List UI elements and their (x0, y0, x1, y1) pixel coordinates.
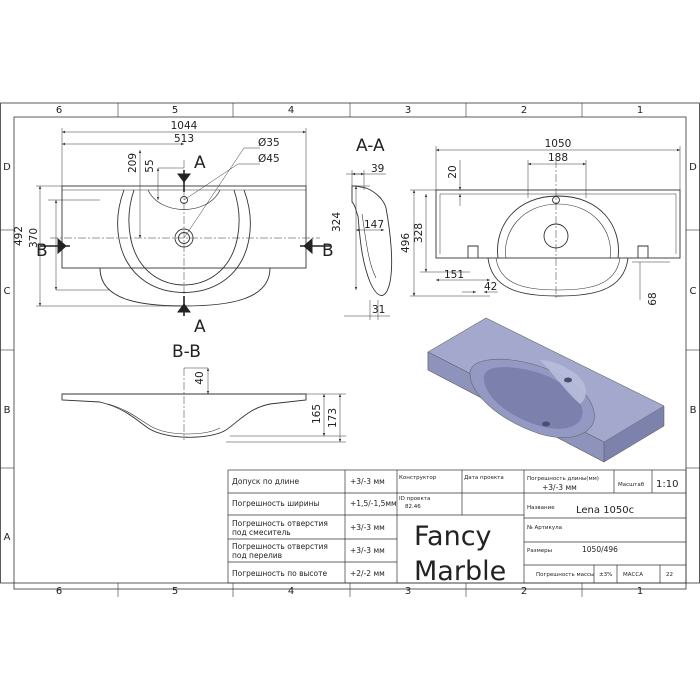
dim-20: 20 (447, 165, 459, 178)
dim-173: 173 (327, 408, 339, 428)
dim-55: 55 (144, 159, 156, 172)
dim-42: 42 (484, 281, 497, 293)
dim-31: 31 (372, 304, 385, 316)
tb-name-value: Lena 1050c (576, 505, 634, 516)
dim-165: 165 (311, 404, 323, 424)
dim-370: 370 (28, 228, 40, 248)
cut-label-b-left: B (36, 241, 48, 261)
dim-151: 151 (444, 269, 464, 281)
zone-top-2: 2 (521, 105, 527, 116)
tb-mass-value: 22 (666, 572, 673, 578)
zone-left-D: D (3, 162, 11, 173)
zone-left-B: B (4, 405, 11, 416)
bottom-view (435, 160, 681, 300)
tb-row4-label-2: под перелив (232, 551, 282, 560)
tb-row5-value: +2/-2 мм (350, 569, 385, 578)
tb-project-id-label: ID проекта (399, 496, 430, 502)
dim-209: 209 (127, 153, 139, 173)
zone-top-5: 5 (172, 105, 178, 116)
tb-mass-err-label: Погрешность массы (536, 572, 594, 578)
tb-mass-err-value: ±3% (599, 572, 612, 578)
tb-scale-value: 1:10 (656, 479, 678, 490)
tb-article-label: № Артикула (527, 525, 562, 531)
cut-label-b-right: B (322, 241, 334, 261)
dim-513: 513 (174, 133, 194, 145)
tb-row4-label-1: Погрешность отверстия (232, 542, 328, 551)
top-view-dimensions (36, 128, 307, 307)
section-a-title: A-A (356, 136, 385, 156)
dim-324: 324 (331, 212, 343, 232)
section-a-a-labels: A-A 39 324 147 31 (331, 136, 385, 316)
section-a-a (351, 185, 393, 296)
zone-top-4: 4 (288, 105, 294, 116)
zone-bottom-2: 2 (521, 586, 527, 597)
tb-row4-value: +3/-3 мм (350, 546, 385, 555)
dim-1044: 1044 (171, 120, 198, 132)
dim-496: 496 (400, 233, 412, 253)
top-view (50, 160, 320, 310)
tb-date: Дата проекта (464, 475, 504, 481)
section-b-b-labels: B-B 40 165 173 (172, 342, 339, 428)
tb-row1-label: Допуск по длине (232, 477, 299, 486)
zone-left-A: A (4, 532, 11, 543)
tb-row2-value: +1,5/-1,5мм (350, 499, 397, 508)
tb-row2-label: Погрешность ширины (232, 499, 319, 508)
dim-39: 39 (371, 163, 384, 175)
dim-147: 147 (364, 219, 384, 231)
tb-length-err-value: +3/-3 мм (542, 483, 577, 492)
dim-188: 188 (548, 152, 568, 164)
title-block (227, 469, 687, 584)
dim-40: 40 (194, 371, 206, 384)
section-a-a-dimensions (344, 170, 390, 320)
zone-left-C: C (4, 286, 11, 297)
zone-top-1: 1 (637, 105, 643, 116)
tb-size-value: 1050/496 (582, 545, 618, 554)
zone-right-B: B (690, 405, 697, 416)
dim-dia-45: Ø45 (258, 153, 280, 165)
brand-fancy: Fancy (414, 521, 492, 552)
tb-size-label: Размеры (527, 548, 552, 554)
zone-right-D: D (689, 162, 697, 173)
zone-bottom-3: 3 (405, 586, 411, 597)
bottom-view-labels: 1050 188 20 496 328 151 42 68 (400, 138, 659, 306)
zone-right-C: C (690, 286, 697, 297)
section-b-title: B-B (172, 342, 201, 362)
tb-row3-label-2: под смеситель (232, 528, 291, 537)
zone-bottom-1: 1 (637, 586, 643, 597)
tb-name-label: Название (527, 505, 555, 511)
dim-492: 492 (13, 226, 25, 246)
tb-project-id-value: 82.46 (405, 504, 421, 510)
dim-328: 328 (413, 223, 425, 243)
zone-top-3: 3 (405, 105, 411, 116)
top-view-labels: 1044 513 492 370 209 55 Ø35 Ø45 A A B B (13, 120, 334, 337)
top-view-cut-markers (40, 170, 330, 316)
cut-label-a-top: A (194, 153, 206, 173)
tb-mass-label: МАССА (623, 572, 643, 578)
zone-labels: 6 5 4 3 2 1 6 5 4 3 2 1 D C B A D C B (3, 105, 697, 597)
section-b-b-dimensions (184, 367, 346, 443)
sink-3d-render (427, 317, 665, 463)
bottom-view-dimensions (410, 146, 681, 300)
zone-top-6: 6 (56, 105, 62, 116)
tb-row5-label: Погрешность по высоте (232, 569, 327, 578)
zone-bottom-6: 6 (56, 586, 62, 597)
zone-bottom-5: 5 (172, 586, 178, 597)
title-block-text: Допуск по длине +3/-3 мм Погрешность шир… (232, 475, 678, 587)
tb-constructor: Конструктор (399, 475, 437, 481)
dim-1050: 1050 (545, 138, 572, 150)
tb-row3-value: +3/-3 мм (350, 523, 385, 532)
dim-68: 68 (647, 292, 659, 305)
tb-length-err-label: Погрешность длины(мм) (527, 476, 599, 482)
cut-label-a-bottom: A (194, 317, 206, 337)
tb-row1-value: +3/-3 мм (350, 477, 385, 486)
brand-marble: Marble (414, 556, 506, 587)
section-b-b (61, 368, 307, 440)
tb-row3-label-1: Погрешность отверстия (232, 519, 328, 528)
zone-bottom-4: 4 (288, 586, 294, 597)
dim-dia-35: Ø35 (258, 137, 280, 149)
tb-scale-label: Масштаб (618, 482, 645, 488)
